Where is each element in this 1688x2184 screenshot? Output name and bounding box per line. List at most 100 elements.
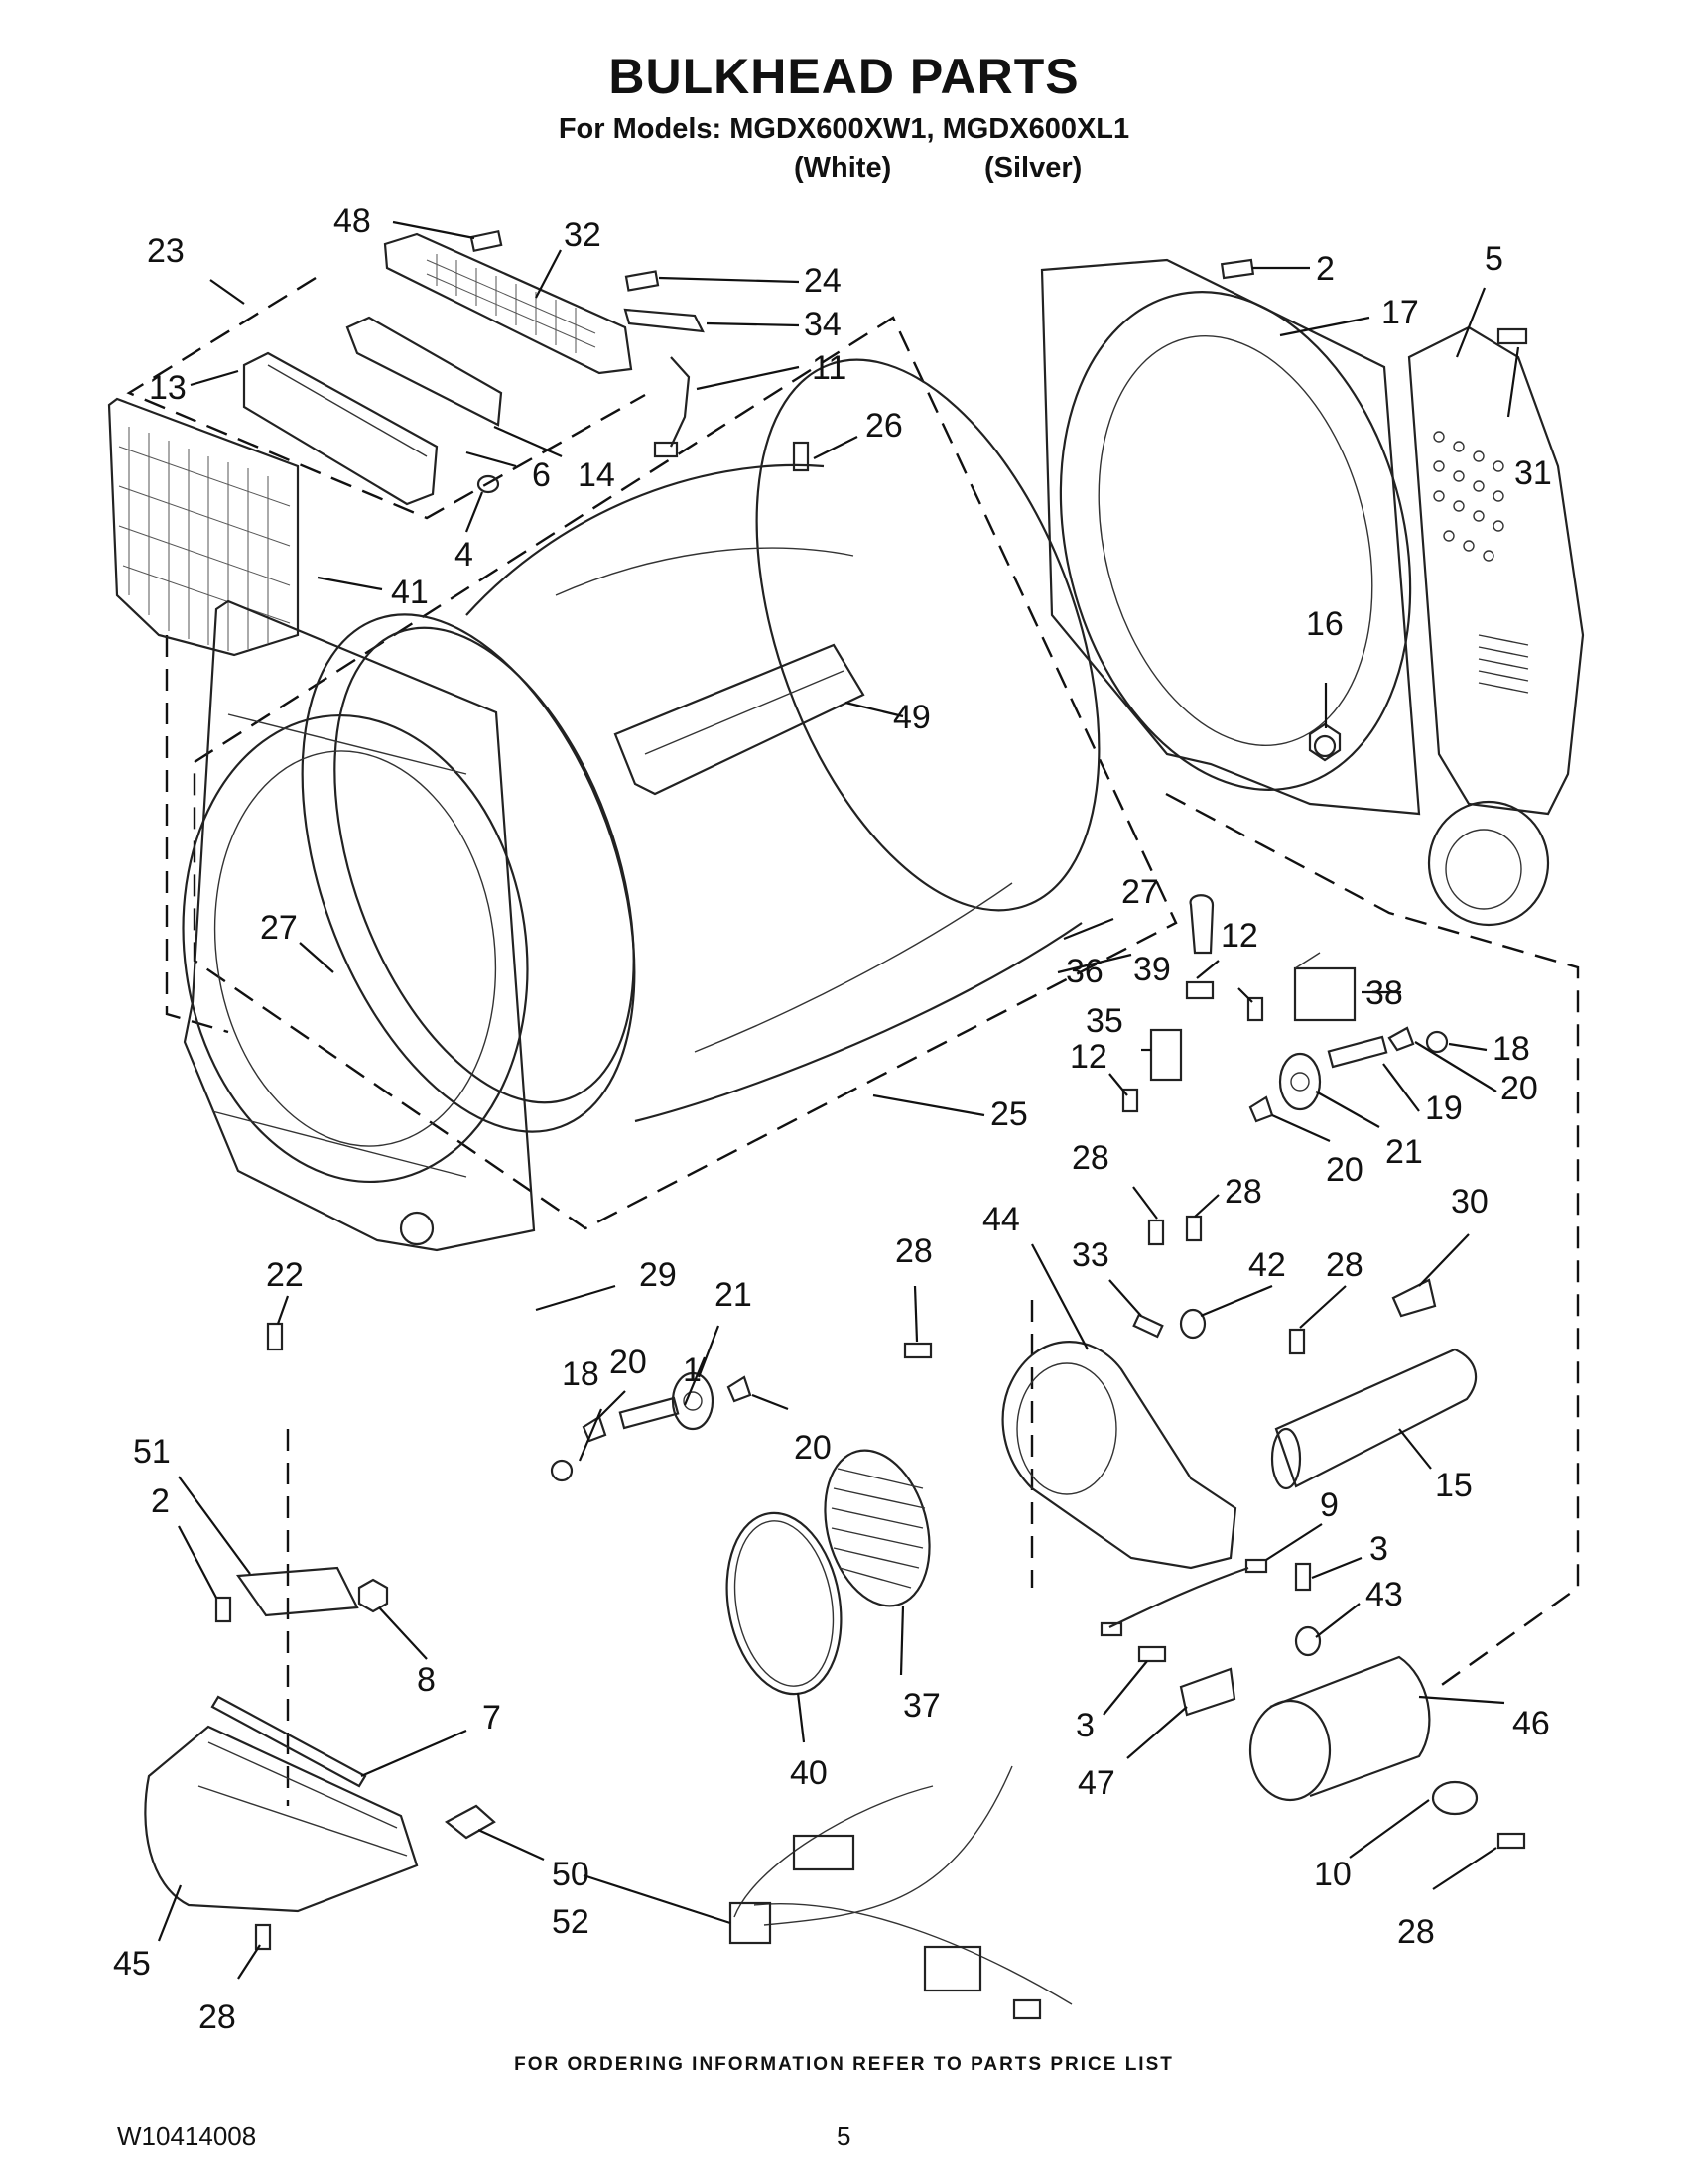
callout-39: 39 bbox=[1133, 951, 1171, 988]
callout-38: 38 bbox=[1365, 974, 1403, 1012]
callout-labels: 48 32 23 24 34 11 13 6 14 4 41 26 2 17 5… bbox=[113, 202, 1552, 2036]
callout-33: 33 bbox=[1072, 1236, 1109, 1274]
clip-20-rear-low bbox=[1248, 1095, 1274, 1123]
callout-2-front: 2 bbox=[151, 1482, 170, 1520]
callout-42: 42 bbox=[1248, 1246, 1286, 1284]
callout-14: 14 bbox=[578, 456, 615, 494]
callout-51: 51 bbox=[133, 1433, 171, 1471]
screw-28-duct bbox=[254, 1923, 272, 1951]
lint-screen bbox=[107, 397, 300, 657]
screw-48 bbox=[469, 229, 503, 253]
bracket-30 bbox=[1391, 1278, 1437, 1318]
callout-48: 48 bbox=[333, 202, 371, 240]
screw-12-lower bbox=[1121, 1088, 1139, 1113]
page-title: BULKHEAD PARTS bbox=[608, 49, 1080, 104]
callout-3-upper: 3 bbox=[1369, 1530, 1388, 1568]
drum bbox=[301, 358, 1101, 1133]
callout-15: 15 bbox=[1435, 1467, 1473, 1504]
clamp-43 bbox=[1294, 1625, 1322, 1657]
callout-11: 11 bbox=[812, 349, 846, 387]
clip-20-front-a bbox=[582, 1415, 607, 1443]
blower-housing bbox=[1001, 1341, 1237, 1570]
callout-27-left: 27 bbox=[260, 909, 298, 947]
blower-wheel bbox=[824, 1449, 931, 1607]
screw-24 bbox=[624, 270, 660, 292]
callout-1: 1 bbox=[683, 1351, 702, 1389]
callout-36: 36 bbox=[1066, 953, 1104, 990]
drum-boundary bbox=[193, 316, 1178, 1230]
nut-8 bbox=[357, 1578, 389, 1613]
bracket-47 bbox=[1179, 1667, 1236, 1717]
motor-46 bbox=[1248, 1655, 1431, 1802]
callout-49: 49 bbox=[893, 699, 931, 736]
callout-17: 17 bbox=[1381, 294, 1419, 331]
clip-20-front-b bbox=[726, 1375, 752, 1403]
callout-46: 46 bbox=[1512, 1705, 1550, 1742]
callout-47: 47 bbox=[1078, 1764, 1115, 1802]
page-number: 5 bbox=[837, 2121, 851, 2151]
baffle-49 bbox=[613, 643, 865, 796]
lint-screen-grille bbox=[383, 232, 633, 375]
screw-26 bbox=[792, 441, 810, 472]
callout-7: 7 bbox=[482, 1699, 501, 1736]
seal-40 bbox=[725, 1511, 843, 1696]
screw-28-fuse bbox=[1496, 1832, 1526, 1850]
callout-3-lower: 3 bbox=[1076, 1707, 1095, 1744]
callout-12-lower: 12 bbox=[1070, 1038, 1107, 1076]
callout-52: 52 bbox=[552, 1903, 589, 1941]
callout-6: 6 bbox=[532, 456, 551, 494]
callout-35: 35 bbox=[1086, 1002, 1123, 1040]
screw-2-rear bbox=[1220, 258, 1255, 280]
callout-5: 5 bbox=[1485, 240, 1503, 278]
callout-29: 29 bbox=[639, 1256, 677, 1294]
clip-4 bbox=[476, 474, 500, 494]
screw-28-blower bbox=[903, 1342, 933, 1359]
callout-28-e: 28 bbox=[198, 1998, 236, 2036]
screw-3-upper bbox=[1294, 1562, 1312, 1592]
callout-20-front-b: 20 bbox=[794, 1429, 832, 1467]
clip-52 bbox=[445, 1804, 496, 1840]
front-duct-45 bbox=[144, 1725, 419, 1913]
callout-4: 4 bbox=[454, 536, 473, 574]
clip-20-rear bbox=[1387, 1026, 1415, 1052]
callout-10: 10 bbox=[1314, 1856, 1352, 1893]
rear-boundary bbox=[1165, 792, 1580, 1688]
thermal-fuse-10 bbox=[1431, 1780, 1479, 1816]
callout-28-b: 28 bbox=[1225, 1173, 1262, 1211]
gasket-34 bbox=[623, 308, 705, 333]
screw-2-front bbox=[214, 1596, 232, 1623]
callout-20-rear-low: 20 bbox=[1326, 1151, 1363, 1189]
screw-3-lower bbox=[1137, 1645, 1167, 1663]
callout-26: 26 bbox=[865, 407, 903, 445]
washer-18-rear bbox=[1425, 1030, 1449, 1054]
bracket-38 bbox=[1293, 952, 1357, 1022]
leader-lines bbox=[157, 220, 1520, 1980]
callout-13: 13 bbox=[149, 369, 187, 407]
callout-16: 16 bbox=[1306, 605, 1344, 643]
callout-18-front: 18 bbox=[562, 1355, 599, 1393]
clamp-42 bbox=[1179, 1308, 1207, 1340]
callout-23: 23 bbox=[147, 232, 185, 270]
lint-filter-housing bbox=[242, 351, 439, 506]
callout-20-front-a: 20 bbox=[609, 1344, 647, 1381]
callout-50: 50 bbox=[552, 1856, 589, 1893]
thermostat-39 bbox=[1185, 894, 1215, 1000]
callout-40: 40 bbox=[790, 1754, 828, 1792]
callout-22: 22 bbox=[266, 1256, 304, 1294]
roller-21-front bbox=[671, 1371, 714, 1431]
callout-8: 8 bbox=[417, 1661, 436, 1699]
callout-37: 37 bbox=[903, 1687, 941, 1725]
callout-44: 44 bbox=[982, 1201, 1020, 1238]
callout-27-right: 27 bbox=[1121, 873, 1159, 911]
callout-28-d: 28 bbox=[1326, 1246, 1363, 1284]
document-number: W10414008 bbox=[117, 2121, 257, 2151]
models-subtitle: For Models: MGDX600XW1, MGDX600XL1 bbox=[558, 113, 1130, 145]
screw-22 bbox=[266, 1322, 284, 1351]
screw-12-upper bbox=[1246, 996, 1264, 1022]
bracket-51 bbox=[235, 1566, 359, 1617]
roller-21-rear bbox=[1278, 1052, 1322, 1111]
roller-19 bbox=[1327, 1035, 1388, 1069]
callout-32: 32 bbox=[564, 216, 601, 254]
ordering-note: FOR ORDERING INFORMATION REFER TO PARTS … bbox=[514, 2054, 1174, 2075]
